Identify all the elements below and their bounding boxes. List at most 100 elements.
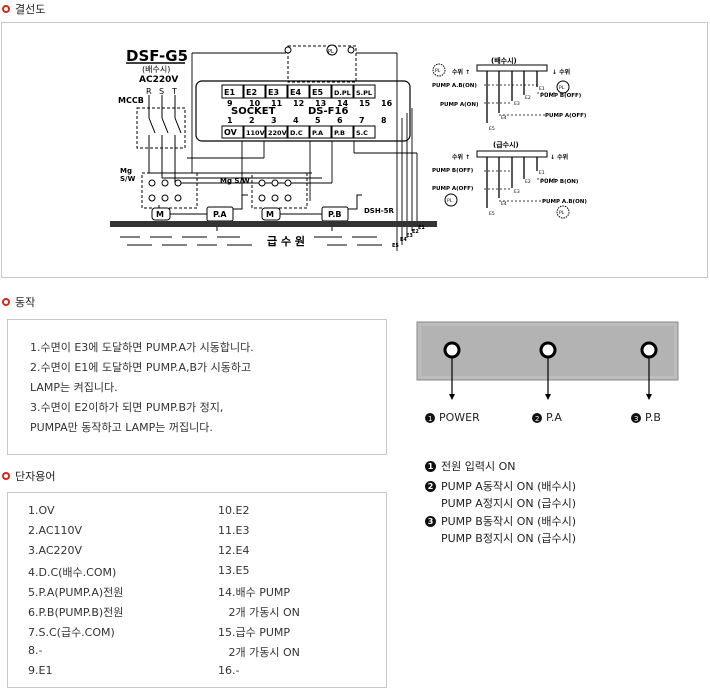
num-circle-icon: 1 <box>425 460 436 472</box>
socket-bottom-number: 4 <box>293 116 299 125</box>
socket-terminal-bottom <box>353 125 376 139</box>
drain-title: (배수시) <box>491 56 517 65</box>
section-title: 동작 <box>15 296 36 309</box>
svg-text:E2: E2 <box>525 95 531 101</box>
mg-sw-label-1: Mg <box>120 167 132 175</box>
supply-level-down: ↓ 수위 <box>550 153 568 161</box>
socket-bottom-label: P.A <box>312 129 323 137</box>
electrode-e3: E3 <box>406 233 413 239</box>
sensor-label: DSH-5R <box>364 207 394 215</box>
drain-mode-label: (배수시) <box>142 65 170 74</box>
term-item: 15.급수 PUMP <box>218 626 291 639</box>
socket-bottom-label: P.B <box>334 129 345 137</box>
section-title: 결선도 <box>15 3 46 16</box>
term-item: 10.E2 <box>218 504 250 517</box>
socket-model: DS-F16 <box>308 106 348 117</box>
socket-top-number: 10 <box>249 99 261 108</box>
svg-text:E5: E5 <box>489 211 495 217</box>
svg-text:2: 2 <box>535 415 539 423</box>
socket-top-label: E3 <box>268 88 279 97</box>
term-item: 6.P.B(PUMP.B)전원 <box>28 606 124 619</box>
term-item: 13.E5 <box>218 564 250 577</box>
socket-terminal-top <box>309 84 332 99</box>
socket-bottom-label: OV <box>224 128 238 137</box>
socket-terminal-top <box>265 84 288 99</box>
model-title: DSF-G5 <box>126 47 188 65</box>
svg-text:S/W: S/W <box>120 175 136 183</box>
socket-top-number: 9 <box>227 99 233 108</box>
socket-bottom-label: 220V <box>268 129 287 137</box>
operation-line: 2.수면이 E1에 도달하면 PUMP.A,B가 시동하고 <box>30 361 252 374</box>
panel-label-power: POWER <box>439 411 480 424</box>
term-item: 2개 가동시 ON <box>218 646 300 659</box>
bullet-icon <box>2 298 10 306</box>
drain-a-on: PUMP A(ON) <box>440 102 479 108</box>
svg-text:PL: PL <box>559 85 565 91</box>
socket-top-label: E1 <box>224 88 235 97</box>
bullet-icon <box>2 5 10 13</box>
pump-b-lamp-icon <box>640 341 658 359</box>
socket-top-number: 12 <box>293 99 304 108</box>
socket-terminal-top <box>353 84 376 99</box>
svg-text:1: 1 <box>428 415 432 423</box>
socket-top-label: E4 <box>290 88 301 97</box>
panel-label-pb: P.B <box>645 411 661 424</box>
socket-bottom-number: 6 <box>337 116 343 125</box>
section-header-operation: 동작 <box>2 294 35 310</box>
socket-bottom-number: 1 <box>227 116 233 125</box>
motor-2: M <box>266 210 274 219</box>
num-circle-icon <box>532 413 542 423</box>
section-header-wiring: 결선도 <box>2 1 45 17</box>
socket-bottom-number: 8 <box>381 116 387 125</box>
drain-level-down: ↓ 수위 <box>552 68 570 76</box>
operation-line: 3.수면이 E2이하가 되면 PUMP.B가 정지, <box>30 401 224 414</box>
svg-text:E1: E1 <box>539 86 545 92</box>
socket-terminal-bottom <box>243 125 266 139</box>
svg-text:E1: E1 <box>539 170 545 176</box>
legend-item: PUMP B정지시 ON (급수시) <box>441 532 577 545</box>
electrode-e5: E5 <box>392 243 399 249</box>
mg-switch-2 <box>251 172 308 209</box>
socket-top-number: 11 <box>271 99 283 108</box>
term-item: 11.E3 <box>218 524 250 537</box>
svg-text:E2: E2 <box>525 179 531 185</box>
term-item: 3.AC220V <box>28 544 83 557</box>
power-lamp-icon <box>443 341 461 359</box>
term-item: 8.- <box>28 644 43 657</box>
socket-terminal-top <box>243 84 266 99</box>
svg-text:E3: E3 <box>514 101 520 107</box>
socket-top-label: D.PL <box>334 89 351 97</box>
terms-box: 1.OV 2.AC110V 3.AC220V 4.D.C(배수.COM) 5.P… <box>7 492 387 688</box>
indicator-panel: 1 POWER 2 P.A 3 P.B <box>416 321 679 424</box>
drain-ab-on: PUMP A.B(ON) <box>432 83 477 89</box>
water-source-label: 급 수 원 <box>267 234 305 248</box>
drain-a-off: PUMP A(OFF) <box>545 113 587 119</box>
svg-text:E3: E3 <box>514 189 520 195</box>
socket-top-label: S.PL <box>356 89 372 97</box>
num-circle-icon: 3 <box>425 515 436 527</box>
mccb-label: MCCB <box>118 96 144 105</box>
panel-label-pa: P.A <box>546 411 562 424</box>
socket-top-number: 13 <box>315 99 326 108</box>
legend-item: 3 PUMP B동작시 ON (배수시) <box>425 513 576 529</box>
term-item: 2.AC110V <box>28 524 83 537</box>
socket-terminal-bottom <box>265 125 288 139</box>
legend-item: 2 PUMP A동작시 ON (배수시) <box>425 478 576 494</box>
term-item: 16.- <box>218 664 240 677</box>
term-item: 12.E4 <box>218 544 250 557</box>
socket-bottom-label: S.C <box>356 129 368 137</box>
operation-line: LAMP는 켜집니다. <box>30 381 118 394</box>
socket-bottom-number: 3 <box>271 116 277 125</box>
supply-level-up: 수위 ↑ <box>452 153 470 161</box>
socket-top-number: 14 <box>337 99 349 108</box>
socket-terminal-bottom <box>287 125 310 139</box>
socket-bottom-number: 2 <box>249 116 255 125</box>
socket-terminal-top <box>221 84 244 99</box>
socket-bottom-label: 110V <box>246 129 265 137</box>
section-header-terms: 단자용어 <box>2 468 55 484</box>
socket-title: SOCKET <box>231 106 276 117</box>
socket-bottom-number: 5 <box>315 116 321 125</box>
bullet-icon <box>2 472 10 480</box>
drain-level-up: 수위 ↑ <box>452 68 470 76</box>
